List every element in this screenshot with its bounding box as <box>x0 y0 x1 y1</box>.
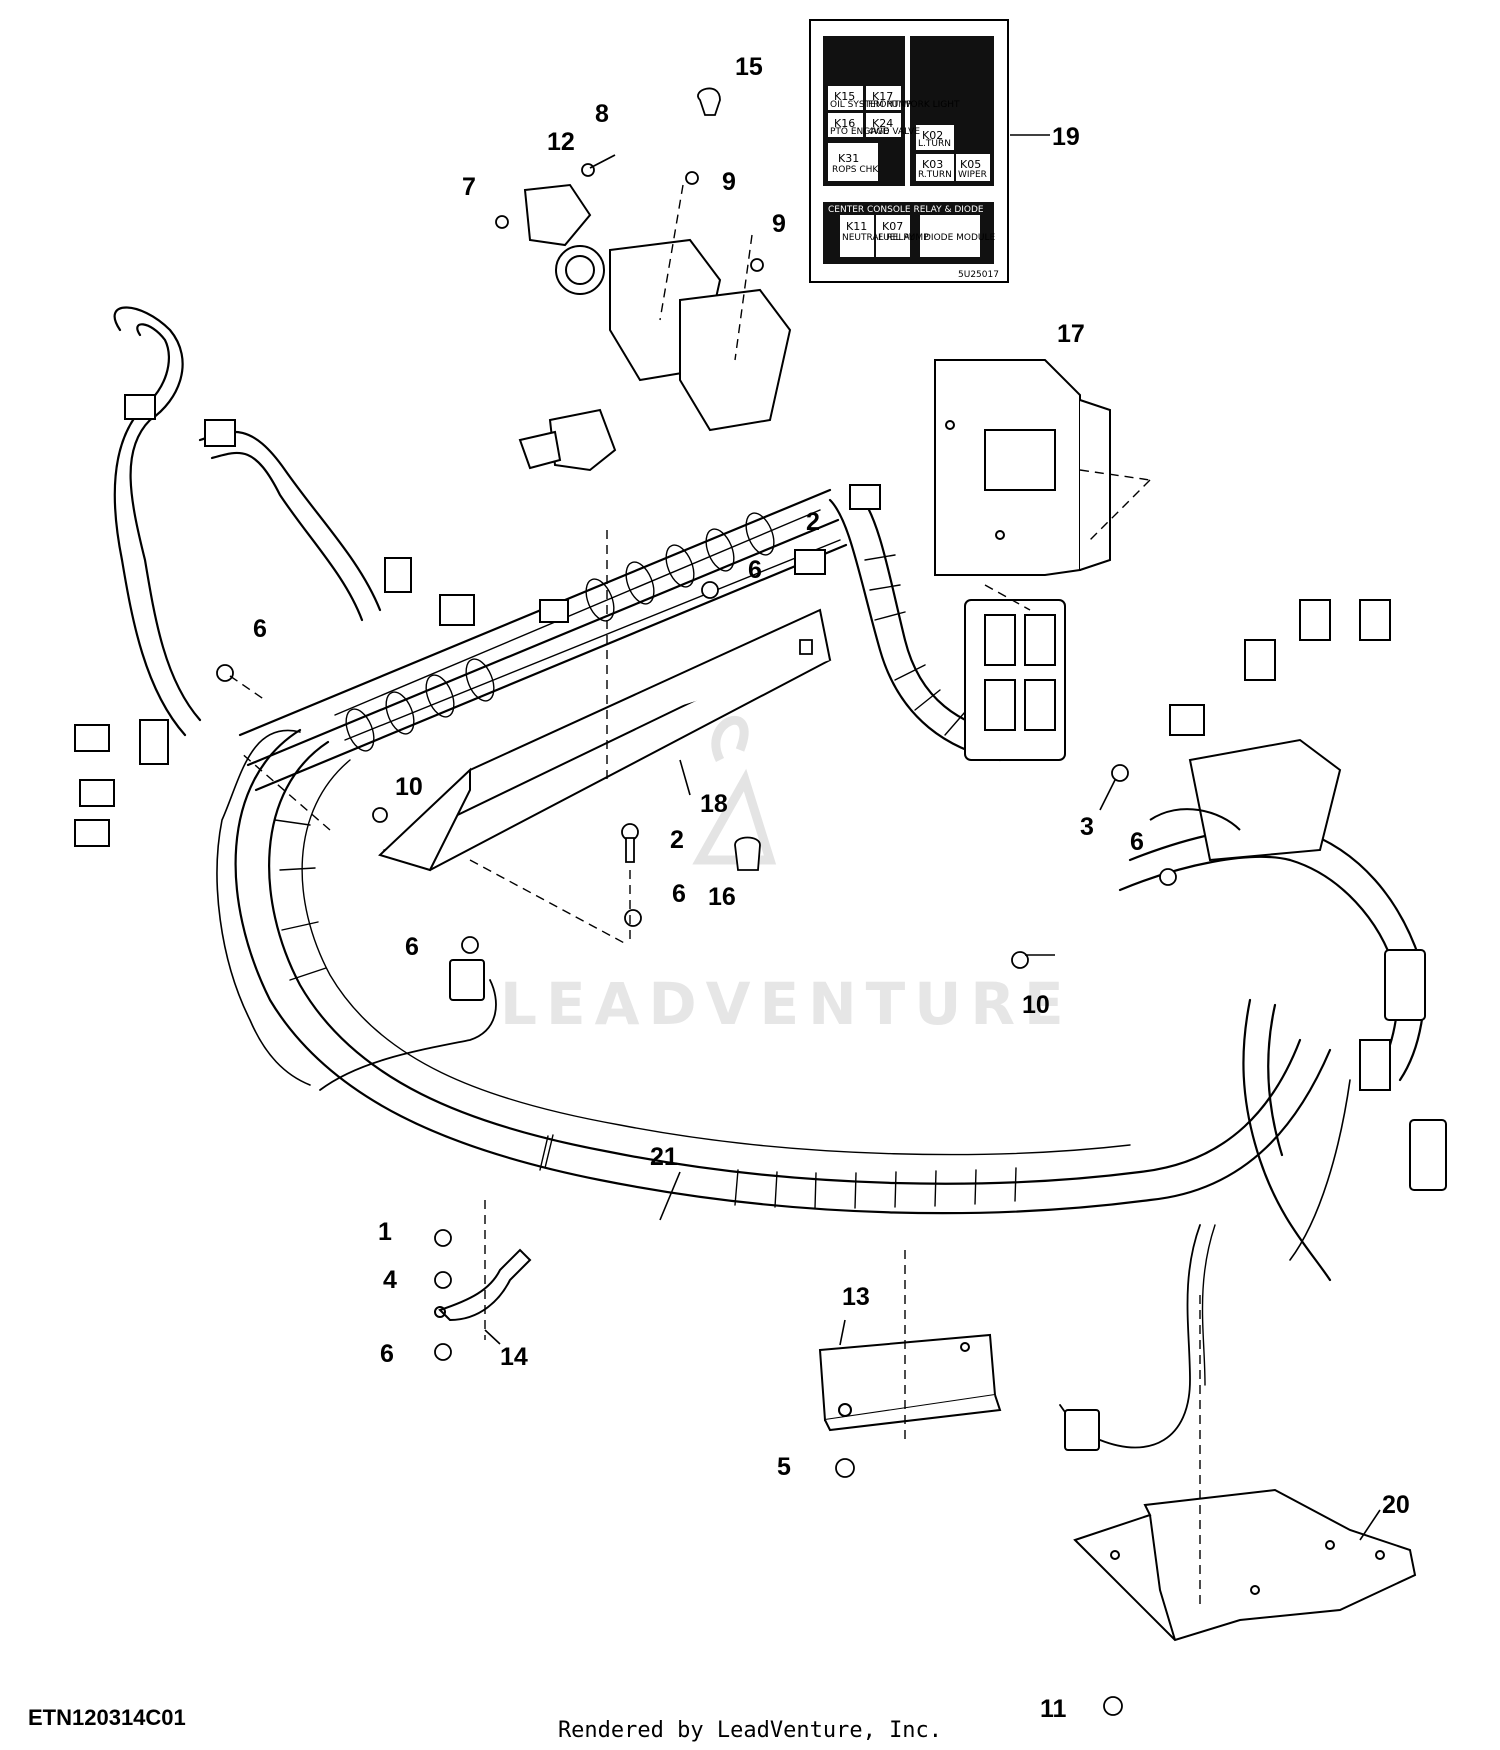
relay-k17-sub: FRONT WORK LIGHT <box>868 100 960 110</box>
watermark-logo <box>692 716 777 865</box>
decal-panel-title: CENTER CONSOLE RELAY & DIODE <box>828 205 984 215</box>
callout-2-upper: 2 <box>806 508 820 536</box>
relay-k03-sub: R.TURN <box>918 170 952 180</box>
leader-lines <box>229 184 1201 1610</box>
callout-4: 4 <box>383 1266 397 1294</box>
relay-k03: K03 <box>922 158 943 171</box>
relay-k16-sub: PTO ENGAGE <box>830 127 889 137</box>
callout-12: 12 <box>547 128 575 156</box>
callout-8: 8 <box>595 100 609 128</box>
relay-k16: K16 <box>834 117 855 130</box>
callout-3: 3 <box>1080 813 1094 841</box>
relay-k15: K15 <box>834 90 855 103</box>
main-harness <box>113 306 1426 1449</box>
relay-k05-sub: WIPER <box>958 170 987 180</box>
callout-10-left: 10 <box>395 773 423 801</box>
relay-k11: K11 <box>846 220 867 233</box>
callout-17: 17 <box>1057 320 1085 348</box>
callout-7: 7 <box>462 173 476 201</box>
relay-k11-sub: NEUTRAL RELAY <box>842 233 915 243</box>
callout-6-bottom: 6 <box>380 1340 394 1368</box>
bracket-14 <box>434 1248 532 1322</box>
figure-code: ETN120314C01 <box>28 1705 186 1730</box>
watermark-text: LEADVENTURE <box>500 970 1073 1038</box>
relay-k31: K31 <box>838 152 859 165</box>
relay-decal: K15 K17 K16 K24 K31 K02 K03 K05 K11 K07 … <box>809 19 1009 283</box>
callout-20: 20 <box>1382 1491 1410 1519</box>
callout-9-lower: 9 <box>772 210 786 238</box>
relay-k07: K07 <box>882 220 903 233</box>
relay-k31-sub: ROPS CHK <box>832 165 879 175</box>
callout-21: 21 <box>650 1143 678 1171</box>
relay-k02: K02 <box>922 129 943 142</box>
top-center-modules <box>518 183 792 472</box>
relay-k24: K24 <box>872 117 893 130</box>
callout-6-lowleft: 6 <box>405 933 419 961</box>
bracket-20 <box>1073 1488 1417 1642</box>
callout-6-top: 6 <box>748 556 762 584</box>
callout-9-upper: 9 <box>722 168 736 196</box>
relay-k17: K17 <box>872 90 893 103</box>
callout-6-right: 6 <box>1130 828 1144 856</box>
solid-leaders <box>484 134 1381 1541</box>
callout-18: 18 <box>700 790 728 818</box>
callout-16: 16 <box>708 883 736 911</box>
callout-2-lower: 2 <box>670 826 684 854</box>
callout-1: 1 <box>378 1218 392 1246</box>
decal-code: 5U25017 <box>958 270 999 280</box>
callout-14: 14 <box>500 1343 528 1371</box>
relay-k24-sub: 4WD VALVE <box>868 127 920 137</box>
right-connector-cluster <box>1149 599 1447 1191</box>
bracket-13 <box>818 1333 1002 1432</box>
relay-k05: K05 <box>960 158 981 171</box>
callout-13: 13 <box>842 1283 870 1311</box>
callout-5: 5 <box>777 1453 791 1481</box>
render-credit: Rendered by LeadVenture, Inc. <box>557 1718 943 1743</box>
callout-6-center: 6 <box>672 880 686 908</box>
callout-19: 19 <box>1052 123 1080 151</box>
left-connectors <box>74 394 1100 1451</box>
decal-diode-label: DIODE MODULE <box>924 233 996 243</box>
callout-labels: 1 2 2 3 4 5 6 6 6 6 6 6 6 7 8 9 9 10 10 … <box>253 53 1410 1723</box>
callout-11: 11 <box>1040 1695 1067 1723</box>
relay-k07-sub: FUEL PUMP <box>878 233 929 243</box>
relay-k02-sub: L.TURN <box>918 139 951 149</box>
callout-15: 15 <box>735 53 763 81</box>
watermark: LEADVENTURE <box>500 716 1073 1038</box>
controller-module <box>934 359 1111 576</box>
callout-10-right: 10 <box>1022 991 1050 1019</box>
fasteners <box>216 87 1177 1716</box>
relay-block <box>964 599 1066 761</box>
callout-6-left: 6 <box>253 615 267 643</box>
relay-k15-sub: OIL SYSTEM PUMP <box>830 100 912 110</box>
